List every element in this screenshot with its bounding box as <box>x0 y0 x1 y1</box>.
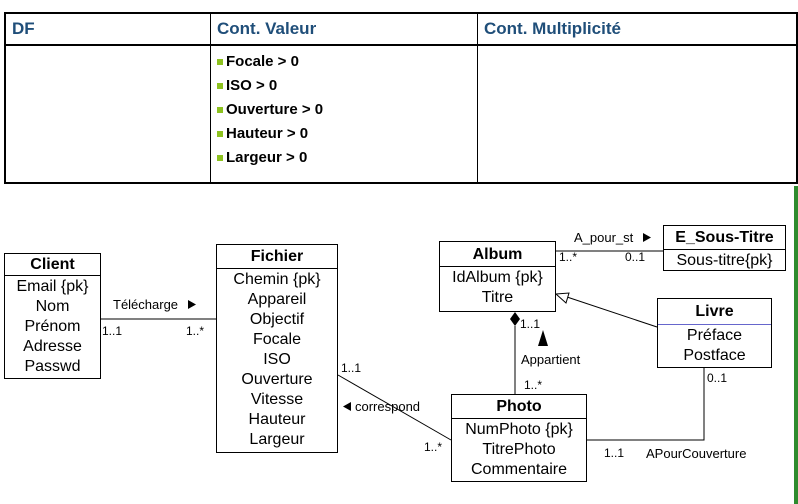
bullet-icon <box>217 107 223 114</box>
attribute: Email {pk} <box>16 278 89 295</box>
a-pour-st-direction-icon <box>643 233 651 242</box>
constraint-item: ISO > 0 <box>217 76 477 100</box>
attribute: Focale <box>252 331 302 348</box>
attribute: Chemin {pk} <box>233 271 321 288</box>
class-photo-name: Photo <box>452 395 586 419</box>
constraint-item: Ouverture > 0 <box>217 100 477 124</box>
attribute: TitrePhoto <box>482 441 556 458</box>
attribute: Hauteur <box>248 411 306 428</box>
header-cont-valeur: Cont. Valeur <box>210 13 478 46</box>
mult-apourcouverture-photo: 1..1 <box>604 446 625 460</box>
bullet-icon <box>217 59 223 66</box>
attribute: Adresse <box>23 338 82 355</box>
attribute: Ouverture <box>241 371 313 388</box>
bullet-icon <box>217 131 223 138</box>
class-album: Album IdAlbum {pk} Titre <box>439 241 556 312</box>
attribute: Appareil <box>247 291 307 308</box>
attribute: Sous-titre{pk} <box>676 252 773 269</box>
bullet-icon <box>217 155 223 162</box>
attribute: ISO <box>263 351 291 368</box>
link-correspond <box>337 374 452 441</box>
appartient-direction-icon <box>538 330 548 346</box>
label-correspond: correspond <box>355 399 421 414</box>
header-df: DF <box>5 13 211 46</box>
attribute: Largeur <box>249 431 305 448</box>
header-cont-multiplicite: Cont. Multiplicité <box>477 13 797 46</box>
class-e-sous-titre: E_Sous-Titre Sous-titre{pk} <box>663 225 786 271</box>
mult-correspond-fichier: 1..1 <box>341 361 362 375</box>
class-livre-name: Livre <box>658 299 771 325</box>
attribute: Postface <box>683 347 746 364</box>
class-album-attributes: IdAlbum {pk} Titre <box>440 267 555 308</box>
telecharge-direction-icon <box>188 300 196 309</box>
class-e-sous-titre-attributes: Sous-titre{pk} <box>664 250 785 271</box>
class-fichier-attributes: Chemin {pk} Appareil Objectif Focale ISO… <box>217 269 337 450</box>
bullet-icon <box>217 83 223 90</box>
attribute: Titre <box>481 289 514 306</box>
generalization-arrow-icon <box>554 292 570 304</box>
class-client: Client Email {pk} Nom Prénom Adresse Pas… <box>4 253 101 379</box>
class-livre: Livre Préface Postface <box>657 298 772 368</box>
attribute: IdAlbum {pk} <box>452 269 543 286</box>
class-album-name: Album <box>440 242 555 267</box>
class-client-name: Client <box>5 254 100 276</box>
mult-correspond-photo: 1..* <box>424 440 443 454</box>
mult-appartient-album: 1..1 <box>520 317 541 331</box>
mult-appartient-photo: 1..* <box>524 378 543 392</box>
class-photo: Photo NumPhoto {pk} TitrePhoto Commentai… <box>451 394 587 482</box>
valeur-cell: Focale > 0 ISO > 0 Ouverture > 0 Hauteur… <box>210 45 478 183</box>
label-telecharge: Télécharge <box>113 297 179 312</box>
mult-a-pour-st-sous-titre: 0..1 <box>625 250 646 264</box>
df-cell <box>5 45 211 183</box>
class-client-attributes: Email {pk} Nom Prénom Adresse Passwd <box>5 276 100 377</box>
attribute: Prénom <box>24 318 81 335</box>
link-generalization <box>566 296 658 328</box>
composition-diamond-icon <box>510 312 520 326</box>
mult-a-pour-st-album: 1..* <box>559 250 578 264</box>
class-e-sous-titre-name: E_Sous-Titre <box>664 226 785 250</box>
attribute: Passwd <box>24 358 81 375</box>
constraints-table: DF Cont. Valeur Cont. Multiplicité Focal… <box>4 12 798 184</box>
label-apourcouverture: APourCouverture <box>646 446 747 461</box>
link-apourcouverture <box>587 368 705 441</box>
attribute: Nom <box>35 298 70 315</box>
attribute: Commentaire <box>470 461 568 478</box>
class-photo-attributes: NumPhoto {pk} TitrePhoto Commentaire <box>452 419 586 480</box>
attribute: Objectif <box>249 311 305 328</box>
constraint-item: Hauteur > 0 <box>217 124 477 148</box>
mult-telecharge-fichier: 1..* <box>186 324 205 338</box>
correspond-direction-icon <box>343 402 351 411</box>
class-fichier-name: Fichier <box>217 245 337 269</box>
label-appartient: Appartient <box>521 352 581 367</box>
mult-telecharge-client: 1..1 <box>102 324 123 338</box>
class-livre-attributes: Préface Postface <box>658 325 771 366</box>
attribute: Vitesse <box>250 391 304 408</box>
constraint-item: Largeur > 0 <box>217 148 477 172</box>
constraint-item: Focale > 0 <box>217 52 477 76</box>
class-fichier: Fichier Chemin {pk} Appareil Objectif Fo… <box>216 244 338 453</box>
attribute: Préface <box>686 327 743 344</box>
slide-edge-bar <box>794 186 798 504</box>
attribute: NumPhoto {pk} <box>465 421 573 438</box>
label-a-pour-st: A_pour_st <box>574 230 634 245</box>
mult-apourcouverture-livre: 0..1 <box>707 371 728 385</box>
